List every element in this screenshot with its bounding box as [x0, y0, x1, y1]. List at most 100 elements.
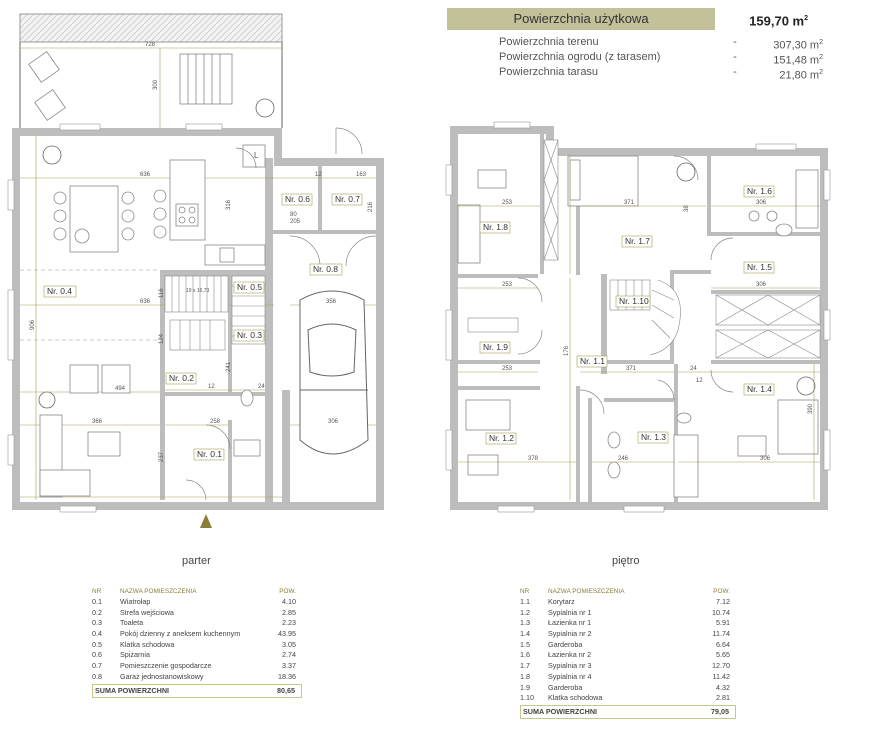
svg-text:371: 371: [626, 366, 637, 372]
svg-text:124: 124: [159, 333, 165, 344]
svg-text:316: 316: [226, 199, 232, 210]
room-label: Nr. 1.6: [747, 186, 772, 196]
room-label: Nr. 0.1: [197, 449, 222, 459]
room-label: Nr. 1.10: [619, 296, 649, 306]
svg-text:205: 205: [290, 219, 301, 225]
svg-text:390: 390: [808, 403, 814, 414]
table-sum-row: SUMA POWIERZCHNI 80,65: [92, 683, 302, 698]
svg-text:306: 306: [756, 200, 767, 206]
wardrobe: [467, 139, 821, 359]
room-label: Nr. 0.6: [285, 194, 310, 204]
plant-icon: [42, 145, 62, 165]
svg-text:237: 237: [159, 451, 165, 462]
table-header: NR NAZWA POMIESZCZENIA POW.: [92, 588, 296, 595]
room-label: Nr. 0.2: [169, 373, 194, 383]
svg-text:306: 306: [756, 282, 767, 288]
table-header: NR NAZWA POMIESZCZENIA POW.: [520, 588, 730, 595]
plant-icon: [676, 162, 696, 182]
room-label: Nr. 1.9: [483, 342, 508, 352]
svg-text:253: 253: [502, 366, 513, 372]
svg-text:L: L: [254, 151, 259, 160]
svg-text:246: 246: [618, 456, 629, 462]
svg-text:366: 366: [92, 419, 103, 425]
room-label: Nr. 0.7: [335, 194, 360, 204]
room-labels: Nr. 1.1 Nr. 1.2 Nr. 1.3 Nr. 1.4 Nr. 1.5 …: [479, 185, 775, 445]
svg-text:163: 163: [356, 172, 367, 178]
staircase: [609, 279, 681, 356]
svg-text:116: 116: [159, 288, 165, 298]
dimension-numbers: 728 300 636 636 494 366 258 306 356 316 …: [30, 42, 374, 462]
bathtub: [607, 169, 819, 498]
svg-text:38: 38: [684, 205, 690, 212]
svg-text:176: 176: [564, 345, 570, 356]
area-row: Powierzchnia terenu- 307,30 m2: [499, 36, 823, 52]
room-label: Nr. 1.7: [625, 236, 650, 246]
terrace-chair: [28, 51, 66, 121]
svg-text:494: 494: [115, 386, 126, 392]
svg-text:12: 12: [315, 172, 322, 178]
svg-text:258: 258: [210, 419, 221, 425]
terrace-table: [179, 53, 233, 105]
table-sum-row: SUMA POWIERZCHNI 79,05: [520, 704, 736, 719]
svg-text:216: 216: [368, 201, 374, 212]
plant-icon: [255, 98, 275, 118]
walls: [12, 128, 384, 510]
dining-table: [53, 185, 167, 253]
room-label: Nr. 0.5: [237, 282, 262, 292]
svg-text:12: 12: [208, 384, 215, 390]
svg-text:636: 636: [140, 172, 151, 178]
svg-text:241: 241: [226, 361, 232, 372]
svg-text:24: 24: [258, 384, 265, 390]
room-labels: Nr. 0.1 Nr. 0.2 Nr. 0.3 Nr. 0.4 Nr. 0.5 …: [43, 193, 363, 461]
area-summary: Powierzchnia użytkowa 159,70 m2 Powierzc…: [447, 8, 830, 82]
ground-floor-title: parter: [182, 555, 211, 567]
bed: [457, 155, 819, 476]
room-label: Nr. 0.4: [47, 286, 72, 296]
area-row: Powierzchnia ogrodu (z tarasem)- 151,48 …: [499, 51, 823, 67]
room-label: Nr. 1.3: [641, 432, 666, 442]
usable-area-title: Powierzchnia użytkowa: [447, 8, 715, 30]
fence: [19, 13, 283, 43]
svg-text:378: 378: [528, 456, 539, 462]
plant-icon: [796, 376, 816, 396]
room-label: Nr. 1.1: [580, 356, 605, 366]
svg-text:728: 728: [145, 42, 156, 48]
svg-text:306: 306: [760, 456, 771, 462]
svg-text:906: 906: [30, 319, 36, 330]
dimension-lines: [458, 156, 820, 500]
svg-text:253: 253: [502, 200, 513, 206]
svg-text:306: 306: [328, 419, 339, 425]
room-label: Nr. 1.4: [747, 384, 772, 394]
svg-text:24: 24: [690, 366, 697, 372]
svg-text:80: 80: [290, 212, 297, 218]
svg-text:12: 12: [696, 378, 703, 384]
svg-text:356: 356: [326, 299, 337, 305]
room-label: Nr. 1.2: [489, 433, 514, 443]
svg-text:300: 300: [153, 79, 159, 90]
usable-area-value: 159,70 m2: [749, 13, 808, 29]
svg-text:636: 636: [140, 299, 151, 305]
room-label: Nr. 1.5: [747, 262, 772, 272]
toilet: [233, 389, 261, 457]
upper-floor-plan: Nr. 1.1 Nr. 1.2 Nr. 1.3 Nr. 1.4 Nr. 1.5 …: [438, 0, 869, 540]
